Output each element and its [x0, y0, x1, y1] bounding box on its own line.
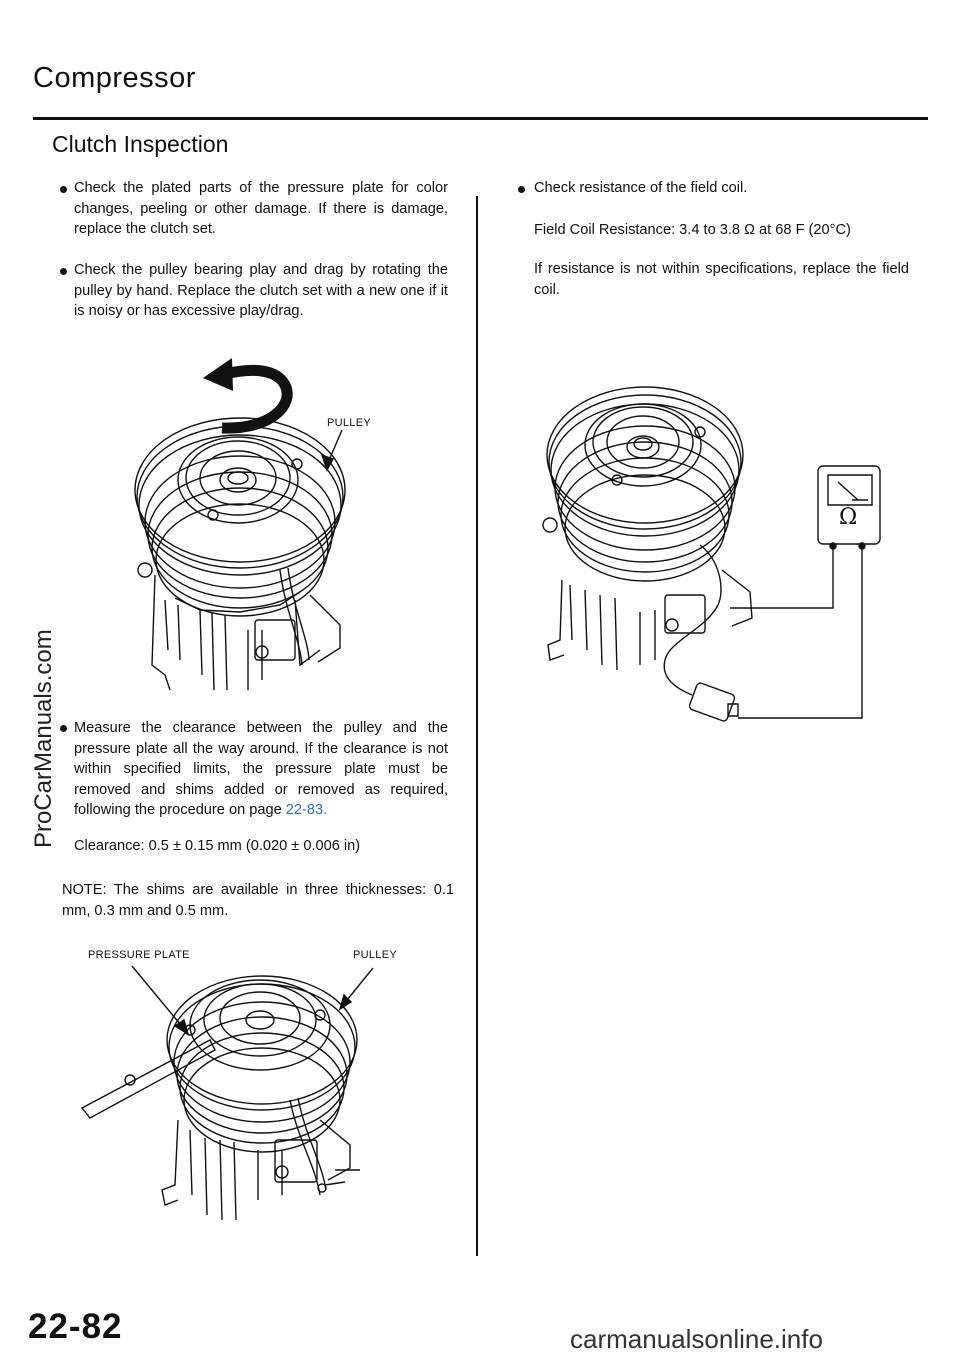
column-divider	[476, 196, 478, 1256]
bullet-dot	[518, 186, 525, 193]
measure-clearance-text: Measure the clearance between the pulley…	[74, 718, 448, 821]
field-coil-spec: Field Coil Resistance: 3.4 to 3.8 Ω at 6…	[534, 222, 851, 238]
pulley-label-lower: PULLEY	[353, 949, 397, 961]
side-watermark: ProCarManuals.com	[30, 629, 57, 848]
check-resistance-text: Check resistance of the field coil.	[534, 180, 748, 196]
bottom-watermark: carmanualsonline.info	[570, 1324, 823, 1354]
clearance-spec: Clearance: 0.5 ± 0.15 mm (0.020 ± 0.006 …	[74, 838, 361, 854]
bullet-dot	[60, 268, 67, 275]
bullet-dot	[60, 186, 67, 193]
pressure-plate-label: PRESSURE PLATE	[88, 949, 190, 961]
pulley-bearing-text: Check the pulley bearing play and drag b…	[74, 262, 448, 319]
bullet-dot	[60, 725, 67, 732]
replace-coil-instruction: If resistance is not within specificatio…	[534, 261, 909, 298]
inspect-plate-text: Check the plated parts of the pressure p…	[74, 180, 448, 237]
page-link-22-83[interactable]: 22-83.	[285, 802, 328, 818]
pulley-label: PULLEY	[327, 417, 371, 429]
shims-note: NOTE: The shims are available in three t…	[62, 882, 454, 919]
page-number: 22-82	[28, 1307, 123, 1346]
page-title: Compressor	[33, 62, 196, 94]
measure-clearance-body: Measure the clearance between the pulley…	[74, 720, 448, 818]
title-rule	[33, 117, 928, 120]
ohm-symbol: Ω	[839, 505, 858, 530]
section-title: Clutch Inspection	[52, 131, 229, 157]
